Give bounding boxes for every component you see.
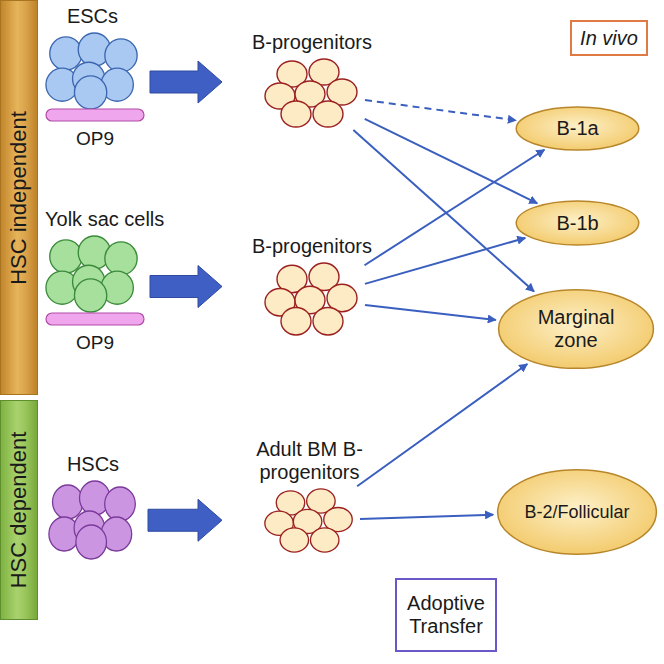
node-label: B-1b [556, 212, 598, 235]
connector-arrow [365, 238, 525, 284]
connector-arrow [360, 515, 493, 519]
node-label: Adoptive Transfer [401, 592, 491, 638]
node-label: B-1a [556, 117, 598, 140]
cell [50, 37, 82, 70]
node-label: Yolk sac cells [45, 208, 164, 231]
connector-arrow [365, 305, 496, 320]
connector-arrow [365, 119, 538, 203]
block-arrow [150, 266, 222, 308]
population-ellipse: B-2/Follicular [496, 468, 658, 556]
ellipse-shape [498, 470, 657, 554]
cell-cluster: Adult BM B-progenitors [262, 488, 357, 553]
cell [313, 307, 343, 334]
connector-arrow [353, 130, 534, 292]
node-label: B-progenitors [252, 235, 372, 258]
node-label: In vivo [580, 27, 638, 50]
ellipse-shape [499, 290, 654, 369]
population-ellipse: B-1b [515, 200, 640, 246]
node-label: B-2/Follicular [524, 502, 629, 523]
cell [310, 528, 339, 552]
plate-rect [46, 313, 144, 325]
connector-arrow [365, 100, 516, 120]
node-label: Marginal zone [526, 306, 626, 352]
node-label: ESCs [67, 5, 118, 28]
group-band: HSC independent [0, 0, 38, 395]
cell [53, 485, 84, 519]
node-label: OP9 [76, 332, 114, 354]
plate-shape [45, 108, 145, 122]
cell-group [45, 32, 140, 110]
cell [280, 528, 309, 552]
node-label: HSCs [67, 453, 119, 476]
cell [281, 101, 311, 127]
op9-stromal-layer: OP9 [45, 312, 145, 326]
plate-shape [45, 312, 145, 326]
cell [105, 39, 137, 72]
connector-arrow [357, 364, 527, 486]
cell-cluster: Yolk sac cells [45, 235, 140, 313]
population-ellipse: B-1a [515, 106, 640, 151]
cell [74, 76, 106, 109]
cell [105, 487, 136, 521]
cell-group [262, 488, 357, 553]
block-arrow [150, 61, 222, 103]
cell-cluster: B-progenitors [262, 262, 362, 336]
cell-cluster: HSCs [48, 480, 138, 560]
cell [105, 242, 137, 275]
block-arrow [148, 499, 222, 541]
cell-group [48, 480, 138, 560]
cell [313, 101, 343, 127]
op9-stromal-layer: OP9 [45, 108, 145, 122]
connector-arrow [365, 150, 545, 266]
cell-cluster: B-progenitors [262, 58, 362, 128]
node-label: B-progenitors [252, 31, 372, 54]
node-label: OP9 [76, 128, 114, 150]
node-label: HSC independent [6, 111, 31, 285]
cell [281, 307, 311, 334]
node-label: HSC dependent [6, 432, 31, 589]
ellipse-shape [516, 201, 639, 245]
group-band: HSC dependent [0, 400, 38, 620]
cell [50, 240, 82, 273]
population-ellipse: Marginal zone [497, 288, 655, 370]
plate-rect [46, 109, 144, 121]
node-label: Adult BM B-progenitors [235, 438, 385, 484]
callout-box: In vivo [570, 20, 648, 56]
ellipse-shape [516, 107, 639, 150]
callout-box: Adoptive Transfer [395, 578, 497, 652]
cell-group [262, 262, 362, 336]
cell-cluster: ESCs [45, 32, 140, 110]
cell-group [45, 235, 140, 313]
cell [76, 525, 107, 559]
cell-group [262, 58, 362, 128]
cell [74, 279, 106, 312]
